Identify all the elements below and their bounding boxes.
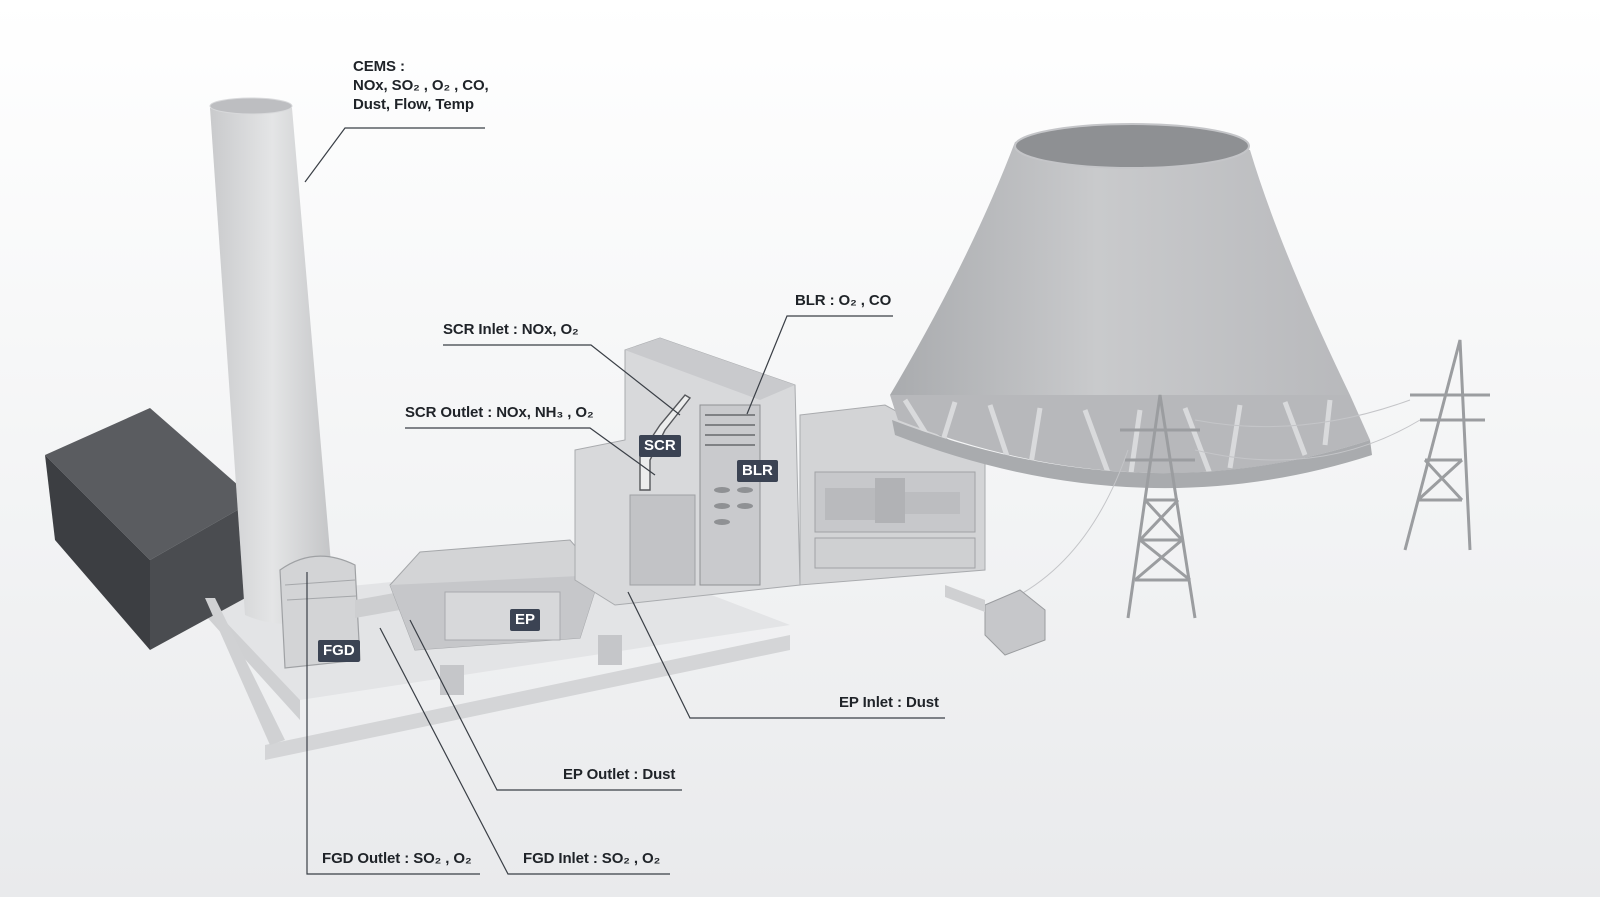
- leader-scr-outlet: [405, 427, 656, 476]
- tag-ep: EP: [510, 609, 541, 631]
- leader-cems: [304, 127, 485, 183]
- callout-scr-inlet: SCR Inlet : NOx, O₂: [443, 321, 579, 338]
- tag-scr: SCR: [639, 435, 681, 457]
- leader-blr: [746, 315, 893, 415]
- chimney-stack: [209, 97, 335, 624]
- callout-cems-title: CEMS :: [353, 58, 405, 75]
- duct-system: [205, 592, 790, 760]
- callout-fgd-outlet: FGD Outlet : SO₂ , O₂: [322, 850, 472, 867]
- tag-blr: BLR: [737, 460, 778, 482]
- callout-cems-line2: Dust, Flow, Temp: [353, 96, 474, 113]
- leader-scr-inlet: [443, 344, 681, 416]
- callout-scr-outlet: SCR Outlet : NOx, NH₃ , O₂: [405, 404, 594, 421]
- callout-cems-line1: NOx, SO₂ , O₂ , CO,: [353, 77, 489, 94]
- transmission-tower-left: [1120, 394, 1200, 619]
- ep-unit: [389, 539, 601, 651]
- transmission-tower-right: [1403, 339, 1490, 551]
- leader-ep-inlet: [627, 591, 945, 719]
- pump-unit: [945, 585, 1046, 656]
- leader-ep-outlet: [409, 619, 682, 791]
- tag-fgd: FGD: [318, 640, 360, 662]
- boiler-building: [574, 337, 801, 606]
- leader-fgd-outlet: [306, 572, 480, 875]
- coal-storage-building: [45, 408, 260, 650]
- callout-blr: BLR : O₂ , CO: [795, 292, 892, 309]
- callout-fgd-inlet: FGD Inlet : SO₂ , O₂: [523, 850, 661, 867]
- callout-ep-inlet: EP Inlet : Dust: [839, 694, 939, 711]
- callout-cems: CEMS : NOx, SO₂ , O₂ , CO, Dust, Flow, T…: [353, 57, 533, 114]
- cooling-tower: [890, 123, 1372, 489]
- power-lines: [1009, 399, 1421, 601]
- callout-ep-outlet: EP Outlet : Dust: [563, 766, 676, 783]
- leader-fgd-inlet: [379, 627, 670, 875]
- callout-leader-lines: [304, 127, 945, 875]
